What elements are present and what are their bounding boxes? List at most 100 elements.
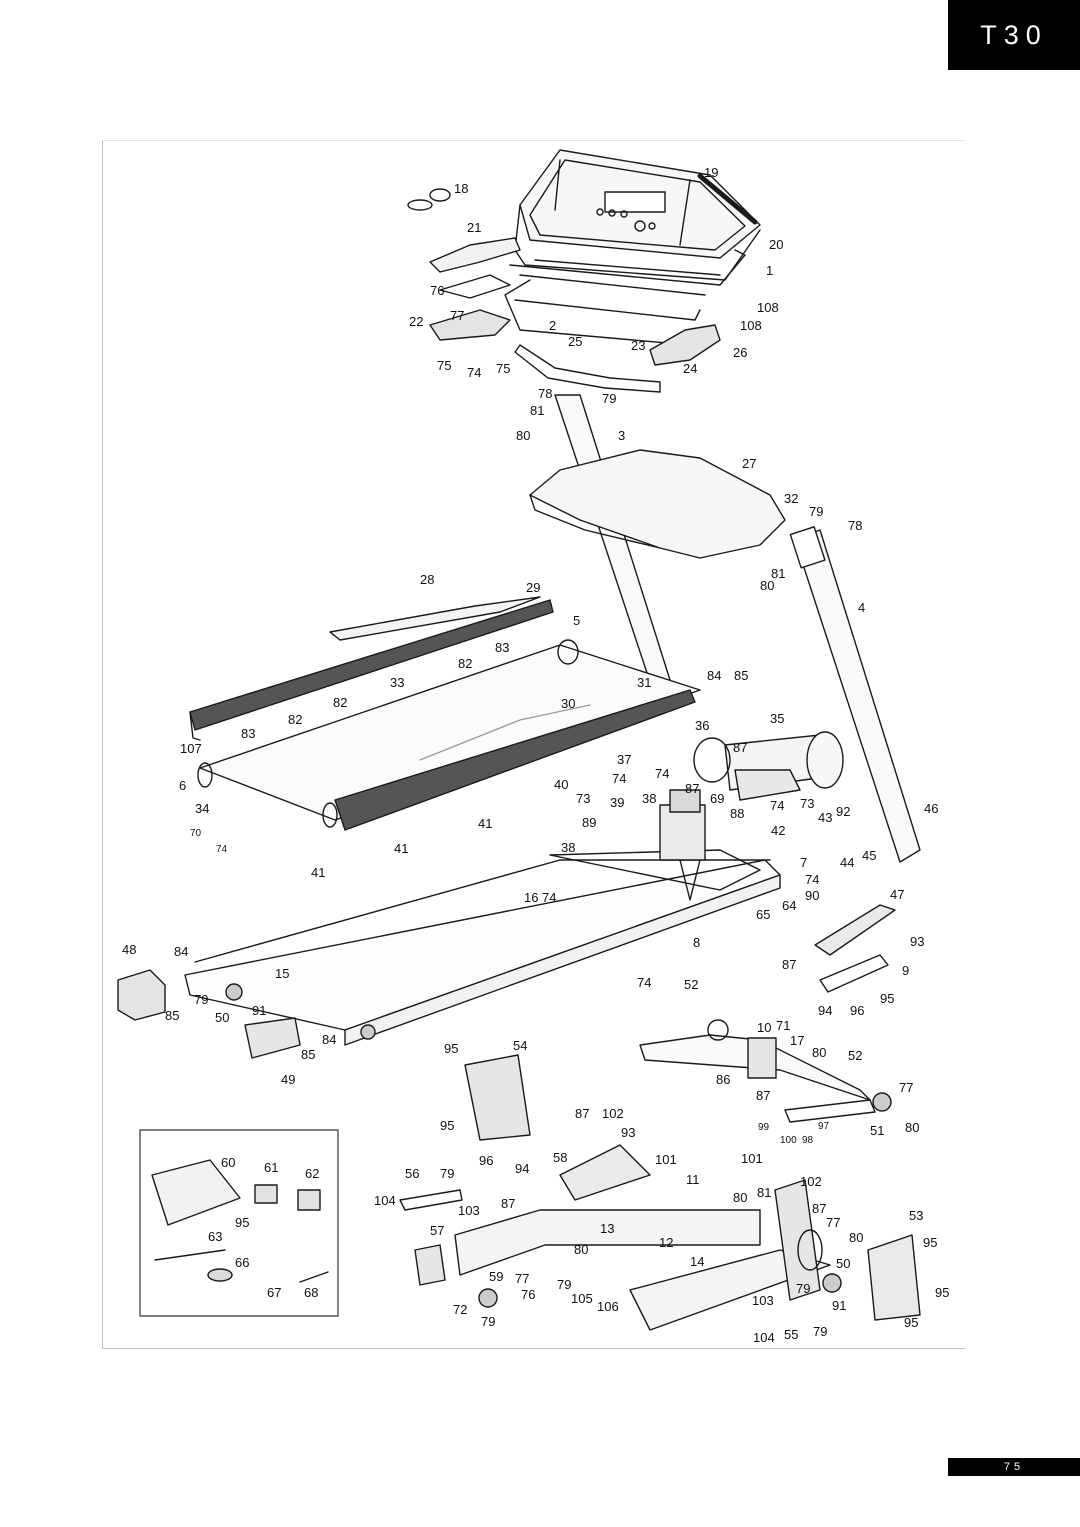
part-label: 78 — [538, 386, 552, 401]
part-label: 87 — [782, 957, 796, 972]
part-label: 61 — [264, 1160, 278, 1175]
part-label: 44 — [840, 855, 854, 870]
part-label: 102 — [800, 1174, 822, 1189]
part-label: 91 — [832, 1298, 846, 1313]
part-label: 99 — [758, 1122, 770, 1133]
part-label: 74 — [467, 365, 481, 380]
part-label: 66 — [235, 1255, 249, 1270]
part-label: 95 — [923, 1235, 937, 1250]
part-label: 81 — [530, 403, 544, 418]
part-label: 79 — [809, 504, 823, 519]
part-label: 50 — [836, 1256, 850, 1271]
part-label: 106 — [597, 1299, 619, 1314]
part-label: 40 — [554, 777, 568, 792]
part-label: 97 — [818, 1121, 830, 1132]
part-label: 84 — [707, 668, 721, 683]
page-number: 75 — [1003, 1461, 1025, 1473]
part-label: 94 — [818, 1003, 832, 1018]
part-label: 18 — [454, 181, 468, 196]
part-label: 77 — [899, 1080, 913, 1095]
part-label: 93 — [910, 934, 924, 949]
part-label: 87 — [756, 1088, 770, 1103]
part-label: 95 — [935, 1285, 949, 1300]
page-number-tab: 75 — [948, 1458, 1080, 1476]
part-label: 60 — [221, 1155, 235, 1170]
part-label: 103 — [458, 1203, 480, 1218]
part-label: 95 — [904, 1315, 918, 1330]
part-label: 2 — [549, 318, 556, 333]
part-label: 1 — [766, 263, 773, 278]
part-label: 37 — [617, 752, 631, 767]
part-label: 101 — [655, 1152, 677, 1167]
part-label: 7 — [800, 855, 807, 870]
part-label: 91 — [252, 1003, 266, 1018]
part-label: 82 — [288, 712, 302, 727]
part-label: 103 — [752, 1293, 774, 1308]
part-label: 95 — [235, 1215, 249, 1230]
part-label: 89 — [582, 815, 596, 830]
part-label: 6 — [179, 778, 186, 793]
part-label: 79 — [194, 992, 208, 1007]
part-label: 83 — [241, 726, 255, 741]
console-panel — [514, 149, 761, 281]
part-label: 39 — [610, 795, 624, 810]
part-label: 79 — [602, 391, 616, 406]
part-label: 95 — [880, 991, 894, 1006]
part-label: 47 — [890, 887, 904, 902]
part-label: 88 — [730, 806, 744, 821]
part-label: 87 — [733, 740, 747, 755]
part-label: 63 — [208, 1229, 222, 1244]
part-label: 27 — [742, 456, 756, 471]
part-label: 90 — [805, 888, 819, 903]
part-label: 81 — [757, 1185, 771, 1200]
part-label: 21 — [467, 220, 481, 235]
part-label: 76 — [430, 283, 444, 298]
part-label: 36 — [695, 718, 709, 733]
part-label: 102 — [602, 1106, 624, 1121]
part-label: 80 — [733, 1190, 747, 1205]
part-label: 94 — [515, 1161, 529, 1176]
part-label: 51 — [870, 1123, 884, 1138]
part-label: 52 — [848, 1048, 862, 1063]
part-label: 74 — [770, 798, 784, 813]
part-label: 85 — [301, 1047, 315, 1062]
part-label: 74 — [655, 766, 669, 781]
part-label: 9 — [902, 963, 909, 978]
part-label: 58 — [553, 1150, 567, 1165]
part-label: 87 — [501, 1196, 515, 1211]
part-label: 87 — [575, 1106, 589, 1121]
part-label: 53 — [909, 1208, 923, 1223]
part-label: 38 — [561, 840, 575, 855]
part-label: 79 — [557, 1277, 571, 1292]
part-label: 41 — [478, 816, 492, 831]
part-label: 65 — [756, 907, 770, 922]
part-label: 98 — [802, 1135, 814, 1146]
part-label: 35 — [770, 711, 784, 726]
part-label: 74 — [216, 844, 228, 855]
part-label: 41 — [394, 841, 408, 856]
part-label: 31 — [637, 675, 651, 690]
part-label: 14 — [690, 1254, 704, 1269]
part-label: 95 — [440, 1118, 454, 1133]
part-label: 54 — [513, 1038, 527, 1053]
part-label: 80 — [905, 1120, 919, 1135]
part-label: 81 — [771, 566, 785, 581]
part-label: 15 — [275, 966, 289, 981]
part-label: 83 — [495, 640, 509, 655]
part-label: 79 — [440, 1166, 454, 1181]
part-label: 74 — [637, 975, 651, 990]
part-label: 95 — [444, 1041, 458, 1056]
model-name: T30 — [980, 19, 1048, 50]
part-label: 77 — [515, 1271, 529, 1286]
part-label: 85 — [734, 668, 748, 683]
part-label: 80 — [760, 578, 774, 593]
part-label: 80 — [516, 428, 530, 443]
part-label: 73 — [800, 796, 814, 811]
part-label: 82 — [458, 656, 472, 671]
part-label: 13 — [600, 1221, 614, 1236]
part-label: 87 — [812, 1201, 826, 1216]
part-label: 108 — [740, 318, 762, 333]
part-label: 26 — [733, 345, 747, 360]
part-label: 49 — [281, 1072, 295, 1087]
model-tab: T30 — [948, 0, 1080, 70]
